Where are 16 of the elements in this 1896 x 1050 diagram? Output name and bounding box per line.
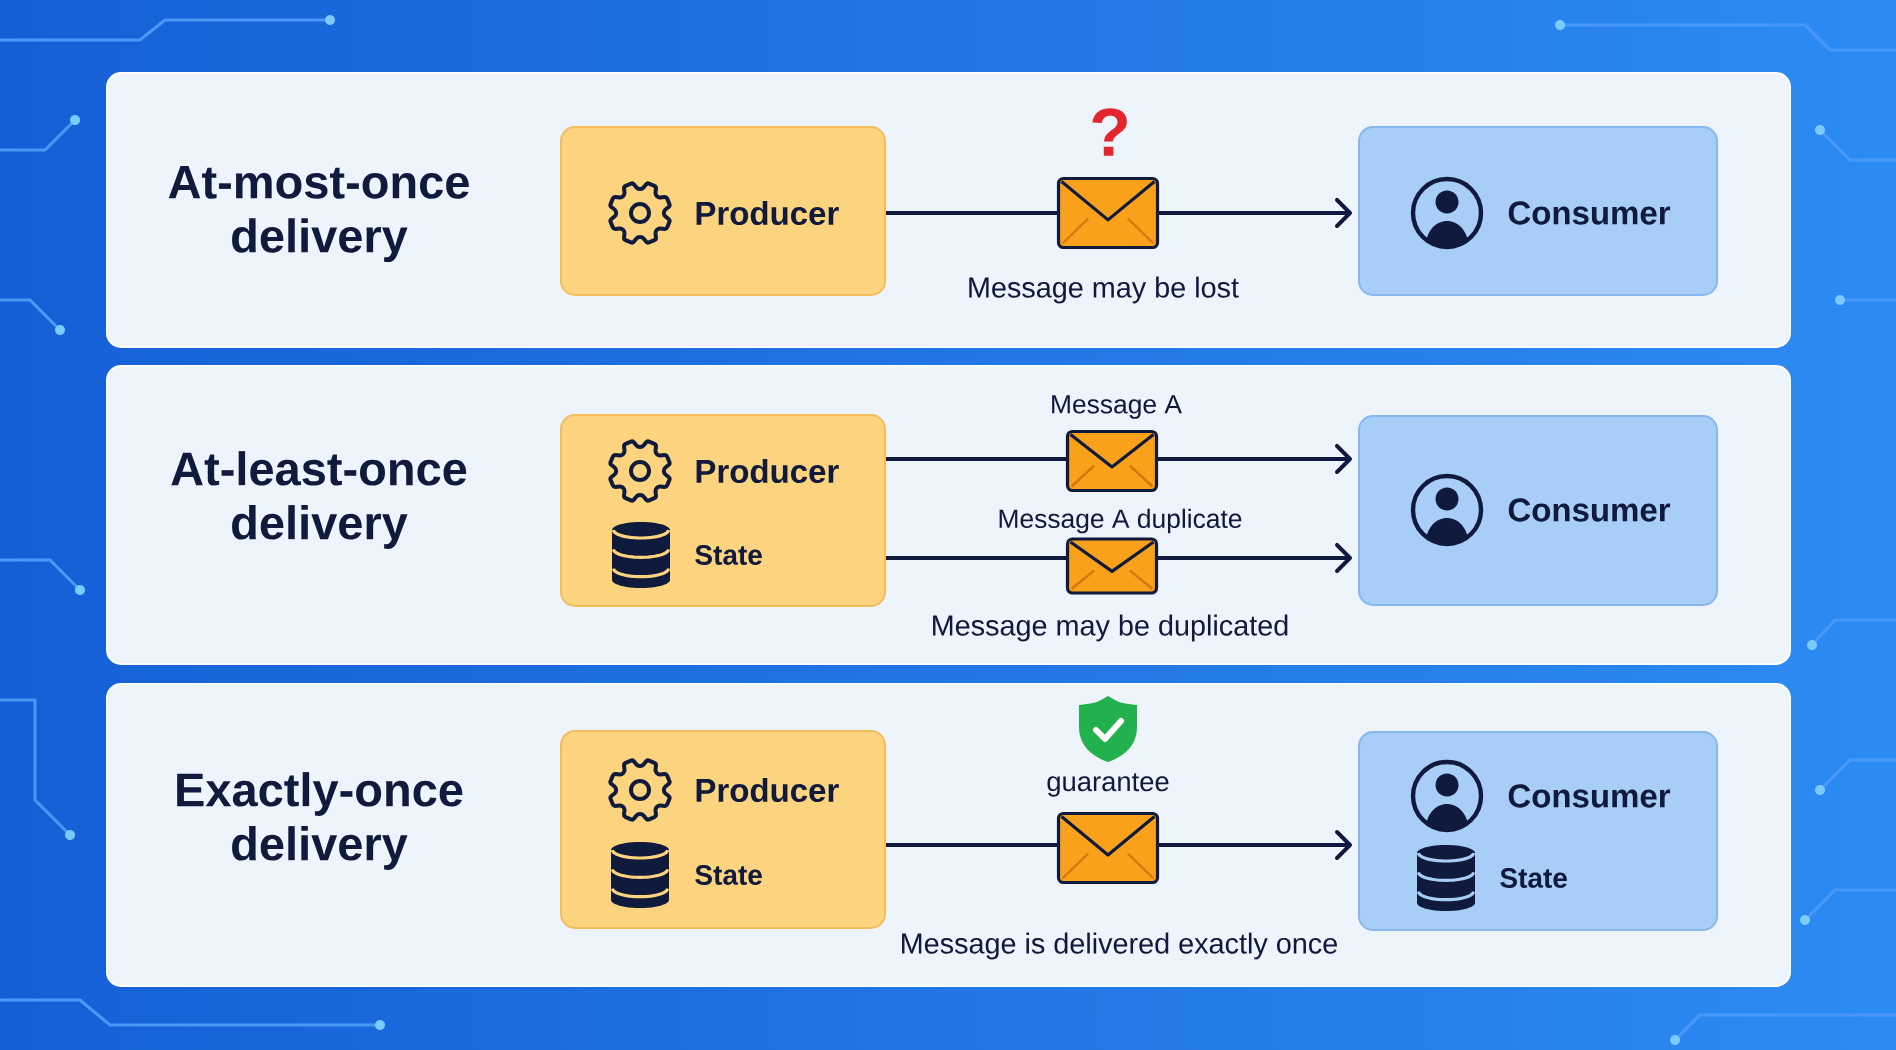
caption-text: Message may be lost	[969, 276, 1239, 304]
consumer-box: Consumer	[1358, 415, 1718, 606]
label-text: guarantee	[1047, 773, 1169, 797]
caption-text: Message is delivered exactly once	[902, 932, 1337, 960]
arrow	[886, 830, 1352, 860]
caption-text: Message may be duplicated	[933, 614, 1288, 642]
edge-label: Message A duplicate	[995, 506, 1245, 536]
question-mark: ?	[1092, 108, 1127, 156]
arrow	[886, 444, 1352, 474]
edge-label: Message A	[1048, 393, 1185, 421]
consumer-box: Consumer State	[1358, 731, 1718, 931]
arrow	[886, 543, 1352, 573]
producer-box: Producer State	[560, 730, 886, 929]
producer-box: Producer State	[560, 414, 886, 607]
producer-box: Producer	[560, 126, 886, 296]
consumer-box: Consumer	[1358, 126, 1718, 296]
